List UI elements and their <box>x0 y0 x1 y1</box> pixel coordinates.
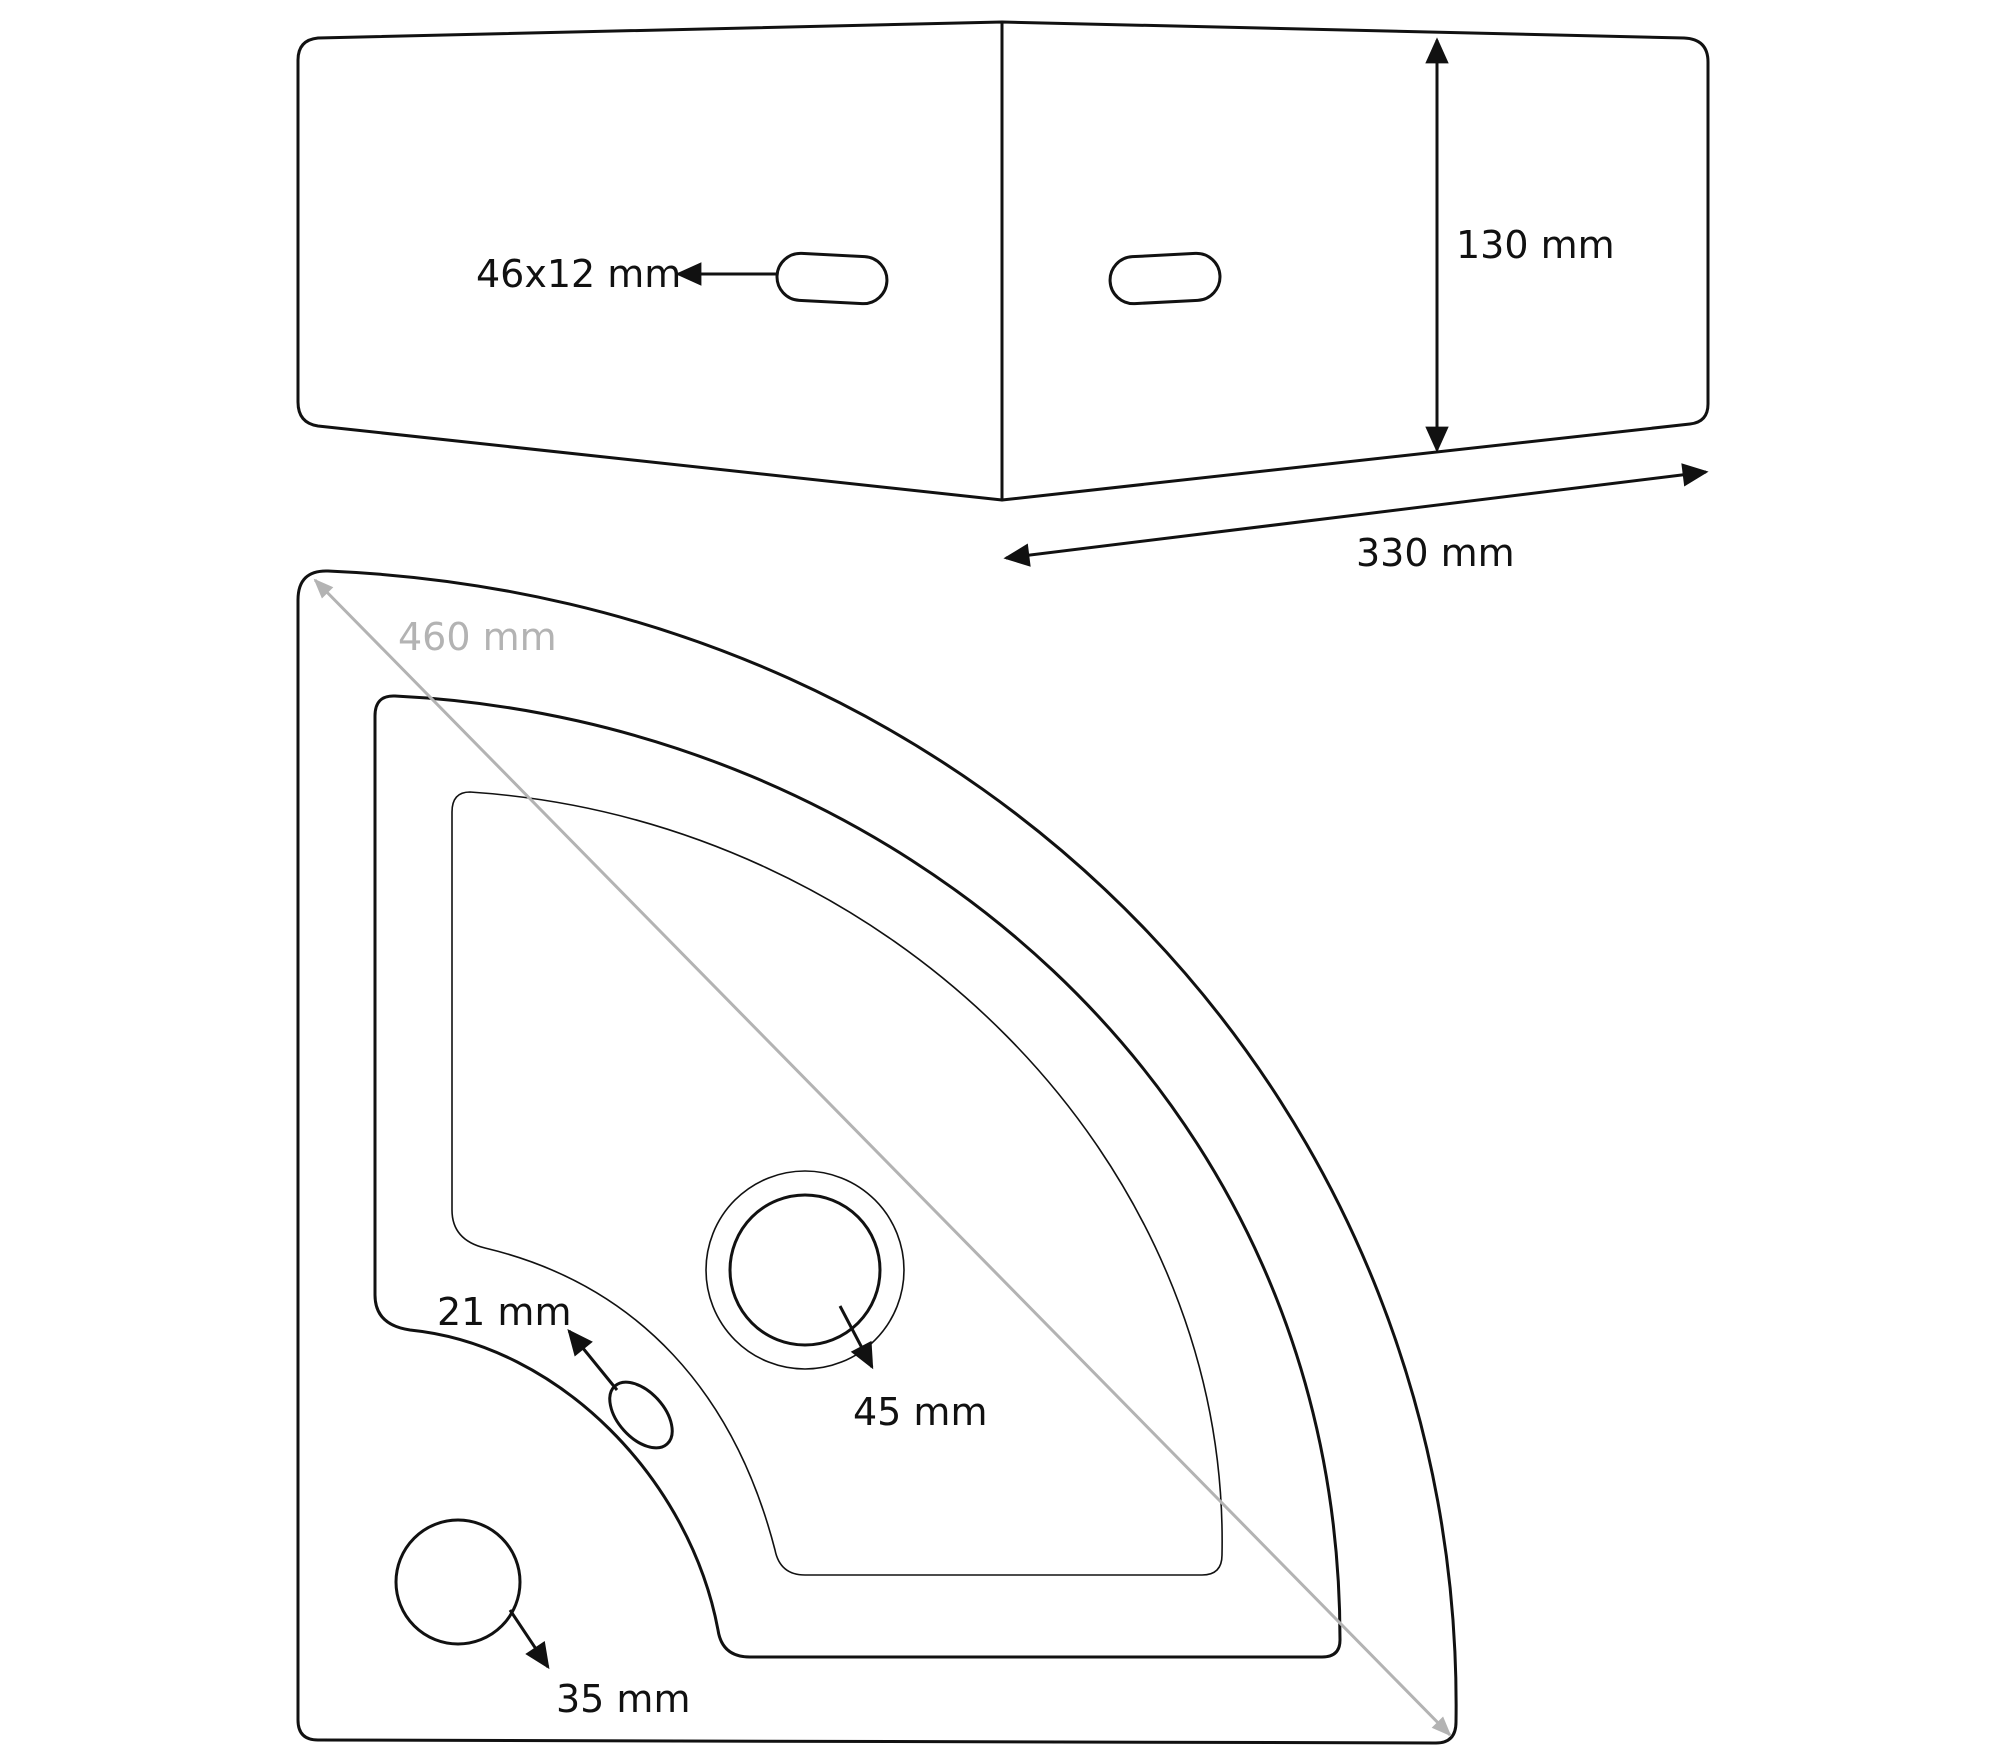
top-view-outer-rim <box>296 569 1458 1745</box>
drain-dimension-arrow <box>838 1305 874 1370</box>
side-view-outline <box>296 20 1710 502</box>
width-dimension-label: 330 mm <box>1356 531 1515 575</box>
diagonal-dimension-label: 460 mm <box>398 615 557 659</box>
overflow-slot-right <box>1108 251 1222 306</box>
overflow-slot-dimension-label: 46x12 mm <box>476 252 681 296</box>
drain-outer-ring <box>705 1170 905 1370</box>
tap-hole <box>394 1518 522 1646</box>
side-view: 46x12 mm 130 mm 330 mm <box>296 20 1710 575</box>
tap-hole-dimension-label: 35 mm <box>556 1677 690 1721</box>
drain-hole <box>728 1193 882 1347</box>
tap-hole-dimension-arrow <box>508 1609 550 1670</box>
top-view: 460 mm 45 mm 21 mm 35 mm <box>296 569 1458 1745</box>
basin-inner-bowl <box>451 791 1223 1576</box>
drain-dimension-label: 45 mm <box>853 1390 987 1434</box>
overflow-slot-left <box>775 251 889 306</box>
width-dimension-arrow <box>1003 463 1709 567</box>
diagonal-dimension-arrow <box>313 578 1452 1737</box>
overflow-hole-dimension-arrow <box>567 1328 619 1391</box>
basin-outer-edge <box>373 694 1342 1659</box>
height-dimension-label: 130 mm <box>1456 223 1615 267</box>
overflow-hole-dimension-label: 21 mm <box>437 1290 571 1334</box>
